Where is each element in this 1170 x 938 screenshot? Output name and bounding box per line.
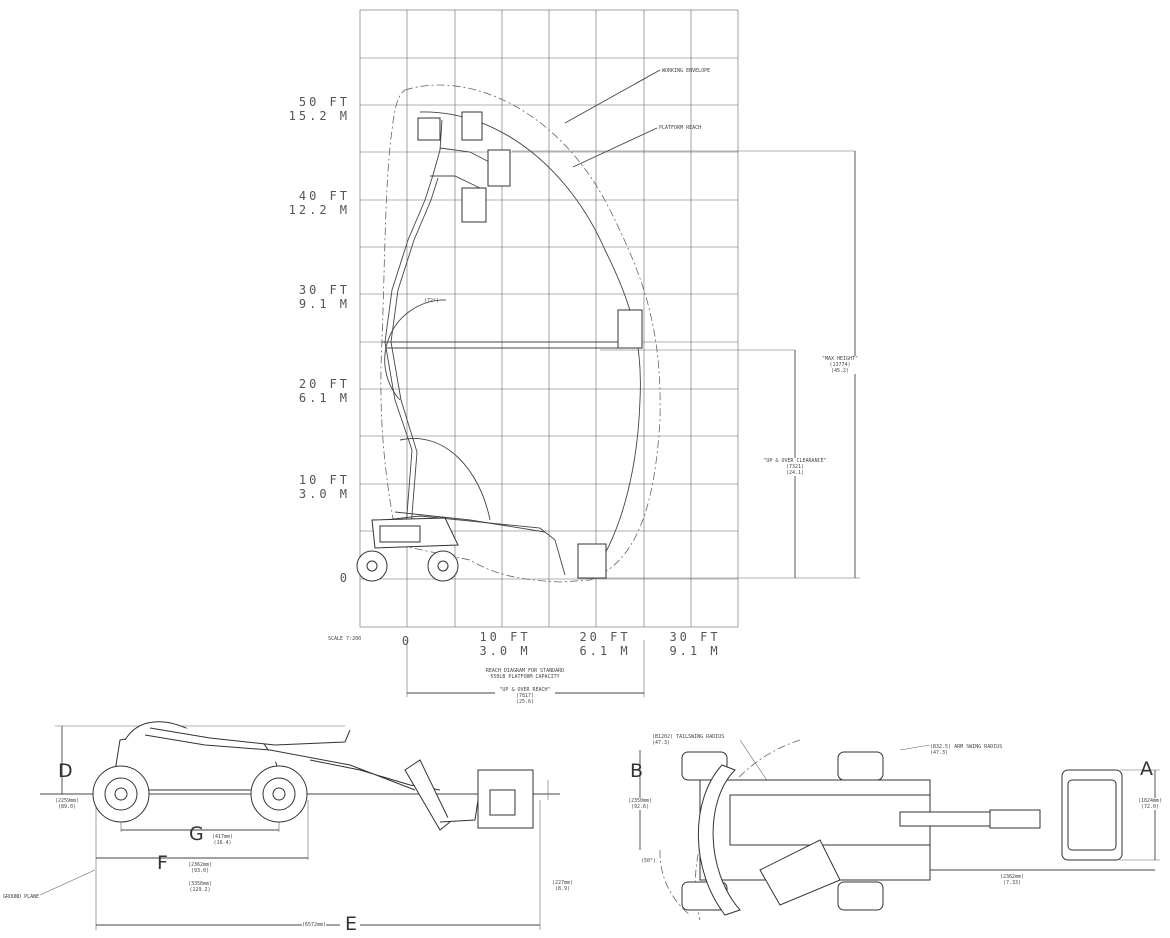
up-over-clearance-l3: (24.1)	[785, 470, 805, 476]
x-label-30: 30 FT 9.1 M	[655, 630, 735, 658]
y-label-zero: 0	[339, 571, 350, 585]
label-f: F	[157, 852, 168, 874]
dim-b-l2: (92.6)	[631, 804, 650, 810]
arm-swing-l1: (B32.5) ARM SWING RADIUS	[930, 744, 1003, 750]
label-b: B	[630, 760, 644, 782]
dim-e-total: (6572mm)	[302, 922, 327, 928]
dim-b-l1: (2350mm)	[628, 798, 653, 804]
label-d: D	[58, 760, 73, 782]
dim-d-l1: (2259mm)	[55, 798, 80, 804]
x-label-10-m: 3.0 M	[479, 644, 531, 658]
x-label-30-ft: 30 FT	[669, 630, 721, 644]
platform-reach-curve	[399, 111, 641, 579]
dim-bottom: (2362mm) (7.33)	[1000, 874, 1024, 886]
dim-g: (417mm) (16.4)	[212, 834, 234, 846]
y-label-40-m: 12.2 M	[288, 203, 350, 217]
tailswing-radius: (B1202) TAILSWING RADIUS (47.3)	[652, 734, 724, 746]
y-label-30-ft: 30 FT	[298, 283, 350, 297]
dim-right: (227mm) (8.9)	[552, 880, 573, 892]
up-over-clearance-l1: "UP & OVER CLEARANCE"	[763, 458, 827, 464]
dim-f-l2: (93.0)	[191, 868, 210, 874]
dim-a: (1824mm) (72.0)	[1138, 798, 1163, 810]
y-label-20-m: 6.1 M	[298, 391, 350, 405]
working-envelope-label: WORKING ENVELOPE	[662, 68, 711, 74]
reach-grid	[359, 9, 739, 628]
x-label-10: 10 FT 3.0 M	[465, 630, 545, 658]
up-over-reach-l1: "UP & OVER REACH"	[499, 687, 551, 693]
y-label-10: 10 FT 3.0 M	[280, 473, 350, 501]
working-envelope-curve	[380, 84, 661, 583]
dim-a-l2: (72.0)	[1141, 804, 1160, 810]
up-over-reach-label: "UP & OVER REACH" (7817) (25.6)	[495, 687, 555, 705]
up-over-reach-l2: (7817)	[515, 693, 535, 699]
y-label-20: 20 FT 6.1 M	[280, 377, 350, 405]
reach-note-line1: REACH DIAGRAM FOR STANDARD	[485, 668, 565, 674]
x-label-zero: 0	[401, 634, 413, 648]
reach-note-line2: 550LB PLATFORM CAPACITY	[490, 674, 560, 680]
up-over-clearance-label: "UP & OVER CLEARANCE" (7321) (24.1)	[755, 458, 835, 476]
reach-note: REACH DIAGRAM FOR STANDARD 550LB PLATFOR…	[470, 668, 580, 680]
y-label-40: 40 FT 12.2 M	[280, 189, 350, 217]
swing-angle: (50°)	[641, 858, 657, 864]
max-height-l1: "MAX HEIGHT"	[821, 356, 859, 362]
tailswing-l2: (47.3)	[652, 740, 671, 746]
x-label-10-ft: 10 FT	[479, 630, 531, 644]
up-over-reach-l3: (25.6)	[515, 699, 535, 705]
max-height-l3: (45.2)	[830, 368, 850, 374]
dim-e-inner-l1: (3356mm)	[188, 881, 213, 887]
dim-right-l2: (8.9)	[555, 886, 571, 892]
x-label-20: 20 FT 6.1 M	[565, 630, 645, 658]
platform-reach-label: PLATFORM REACH	[659, 125, 702, 131]
x-label-30-m: 9.1 M	[669, 644, 721, 658]
y-label-30-m: 9.1 M	[298, 297, 350, 311]
y-label-10-ft: 10 FT	[298, 473, 350, 487]
y-label-40-ft: 40 FT	[298, 189, 350, 203]
x-label-20-ft: 20 FT	[579, 630, 631, 644]
y-label-50-ft: 50 FT	[298, 95, 350, 109]
label-g: G	[189, 823, 204, 845]
up-over-clearance-l2: (7321)	[785, 464, 805, 470]
dim-bottom-l2: (7.33)	[1003, 880, 1022, 886]
dim-e-inner-l2: (129.2)	[189, 887, 211, 893]
x-label-20-m: 6.1 M	[579, 644, 631, 658]
tailswing-l1: (B1202) TAILSWING RADIUS	[652, 734, 725, 740]
dim-a-l1: (1824mm)	[1138, 798, 1163, 804]
dim-e-inner: (3356mm) (129.2)	[188, 881, 213, 893]
dim-bottom-l1: (2362mm)	[1000, 874, 1025, 880]
ground-plane-label: GROUND PLANE	[3, 894, 40, 900]
dim-d-l2: (89.0)	[58, 804, 77, 810]
y-label-20-ft: 20 FT	[298, 377, 350, 391]
dim-f-l1: (2362mm)	[188, 862, 213, 868]
y-label-30: 30 FT 9.1 M	[280, 283, 350, 311]
label-a: A	[1140, 758, 1153, 780]
boom-angle-label: (72°)	[424, 298, 440, 304]
max-height-l2: (13774)	[829, 362, 851, 368]
dim-f: (2362mm) (93.0)	[188, 862, 213, 874]
dim-b: (2350mm) (92.6)	[628, 798, 653, 810]
dim-d: (2259mm) (89.0)	[55, 798, 80, 810]
arm-swing-l2: (47.3)	[930, 750, 949, 756]
boom-positions	[356, 111, 643, 582]
dim-g-l1: (417mm)	[212, 834, 234, 840]
label-e: E	[345, 913, 358, 935]
max-height-label: "MAX HEIGHT" (13774) (45.2)	[820, 356, 860, 374]
dim-g-l2: (16.4)	[213, 840, 232, 846]
dim-right-l1: (227mm)	[552, 880, 574, 886]
scale-note: SCALE 7:200	[328, 636, 362, 642]
arm-swing-radius: (B32.5) ARM SWING RADIUS (47.3)	[930, 744, 1002, 756]
y-label-10-m: 3.0 M	[298, 487, 350, 501]
y-label-50-m: 15.2 M	[288, 109, 350, 123]
y-label-50: 50 FT 15.2 M	[280, 95, 350, 123]
